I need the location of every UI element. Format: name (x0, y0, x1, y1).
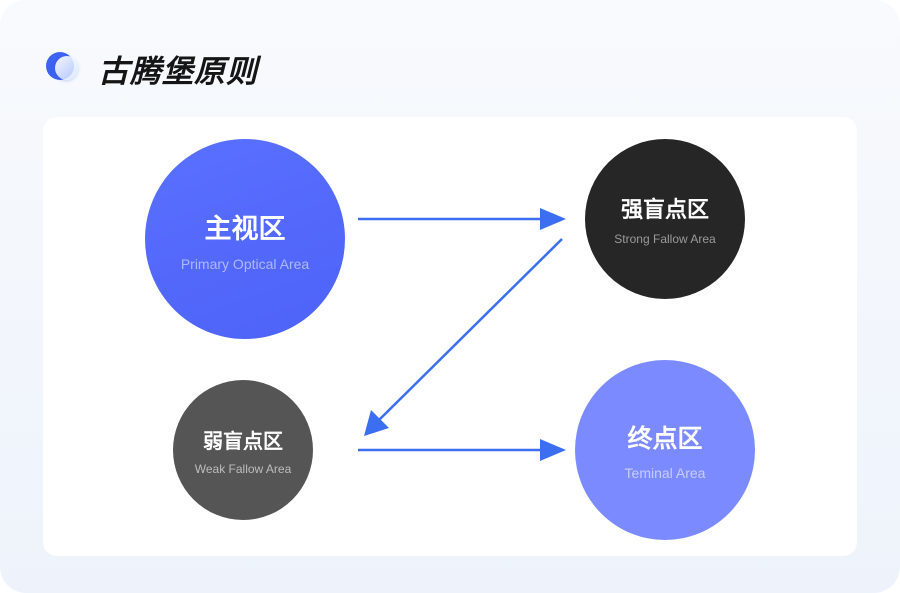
node-title: 主视区 (204, 213, 286, 245)
node-subtitle: Weak Fallow Area (194, 461, 292, 476)
page-title: 古腾堡原则 (98, 53, 258, 90)
node-strong-fallow-area: 强盲点区 Strong Fallow Area (585, 139, 745, 299)
node-weak-fallow-area: 弱盲点区 Weak Fallow Area (173, 380, 313, 520)
arrow-primary-to-strong (358, 208, 566, 230)
node-title: 终点区 (627, 424, 703, 453)
node-subtitle: Strong Fallow Area (614, 232, 716, 246)
arrow-weak-to-terminal (358, 439, 566, 461)
gutenberg-logo-icon (46, 51, 80, 85)
node-title: 弱盲点区 (203, 428, 283, 453)
node-subtitle: Primary Optical Area (180, 255, 310, 272)
node-subtitle: Teminal Area (624, 465, 706, 481)
arrow-strong-to-weak (364, 238, 563, 436)
node-primary-optical-area: 主视区 Primary Optical Area (145, 139, 345, 339)
node-terminal-area: 终点区 Teminal Area (575, 360, 755, 540)
node-title: 强盲点区 (620, 198, 709, 223)
header: 古腾堡原则 (46, 48, 258, 90)
